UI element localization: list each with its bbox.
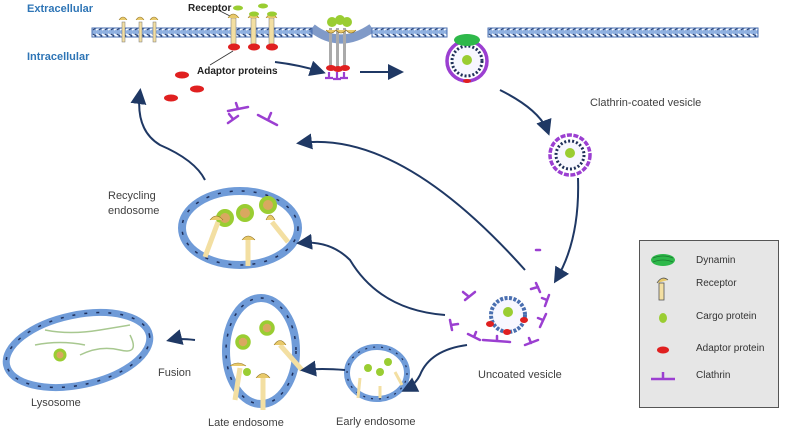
early-endosome-label: Early endosome — [336, 416, 416, 428]
recycling-endosome — [178, 187, 302, 269]
arrow-early-to-late — [300, 360, 346, 377]
free-adaptor-proteins — [164, 71, 204, 102]
budding-vesicle — [445, 34, 489, 83]
legend-label-dynamin: Dynamin — [696, 255, 736, 266]
cargo-protein-icon — [659, 313, 667, 323]
early-endosome — [344, 344, 410, 402]
clathrin-coated-vesicle-label: Clathrin-coated vesicle — [590, 97, 702, 109]
late-endosome — [222, 294, 304, 410]
arrow-uncoated-to-early — [401, 344, 468, 392]
arrow-adaptor-to-pit — [274, 60, 326, 76]
arrow-uncoated-to-recycling — [296, 233, 446, 316]
legend-label-cargo-protein: Cargo protein — [696, 311, 757, 322]
legend-item-receptor: Receptor — [640, 274, 780, 301]
fusion-label: Fusion — [158, 367, 192, 379]
clathrin-icon — [651, 372, 675, 381]
legend-label-adaptor-protein: Adaptor protein — [696, 343, 765, 354]
legend-item-dynamin: Dynamin — [640, 251, 780, 273]
lysosome — [2, 309, 154, 391]
dynamin-icon — [651, 254, 675, 266]
clathrin-coated-pit — [325, 15, 357, 81]
receptor-icon — [656, 277, 669, 301]
arrow-uncoated-to-plasma — [296, 133, 526, 271]
arrow-bud-to-coated — [499, 89, 552, 136]
free-clathrin — [226, 101, 279, 127]
legend-item-adaptor-protein: Adaptor protein — [640, 339, 780, 361]
membrane-receptors-left — [118, 16, 159, 43]
receptor-label: Receptor — [188, 3, 232, 14]
legend-label-receptor: Receptor — [696, 278, 737, 289]
adaptor-protein-icon — [657, 346, 669, 354]
legend-item-clathrin: Clathrin — [640, 366, 780, 388]
plasma-membrane — [91, 24, 759, 44]
recycling-endosome-label-line1: Recycling — [108, 190, 156, 202]
legend-item-cargo-protein: Cargo protein — [640, 307, 780, 329]
flow-arrows — [130, 60, 580, 392]
uncoated-vesicle — [448, 248, 551, 347]
clathrin-coated-vesicle — [548, 133, 592, 177]
recycling-endosome-label-line2: endosome — [108, 205, 160, 217]
intracellular-label: Intracellular — [27, 51, 90, 63]
lysosome-label: Lysosome — [31, 397, 81, 409]
arrow-coated-to-uncoated — [553, 177, 580, 284]
uncoated-vesicle-label: Uncoated vesicle — [478, 369, 562, 381]
legend-box: Dynamin Receptor Cargo protein Adaptor p… — [639, 240, 779, 408]
arrow-late-to-lysosome — [166, 329, 196, 345]
receptor-cargo-complex — [209, 3, 278, 66]
arrow-recycling-to-plasma — [130, 88, 206, 181]
late-endosome-label: Late endosome — [208, 417, 284, 429]
legend-label-clathrin: Clathrin — [696, 370, 731, 381]
adaptor-proteins-label: Adaptor proteins — [197, 66, 278, 77]
extracellular-label: Extracellular — [27, 3, 94, 15]
